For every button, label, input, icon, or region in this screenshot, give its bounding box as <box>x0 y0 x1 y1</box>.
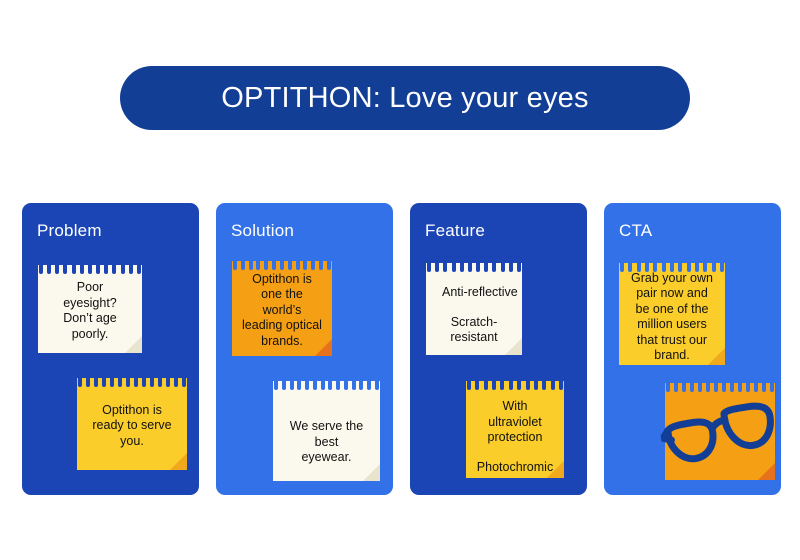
note-line: With <box>502 399 528 413</box>
card-title-cta: CTA <box>619 221 653 240</box>
note-line: ultraviolet <box>488 414 542 429</box>
note-text: Optithon is ready to serve you. <box>77 378 187 470</box>
note-feature-2[interactable]: With ultraviolet protection Photochromic <box>466 381 564 478</box>
note-line: be one of the <box>635 301 709 316</box>
note-line: brands. <box>261 333 303 348</box>
title-banner: OPTITHON: Love your eyes <box>120 66 690 130</box>
note-line: Anti-reflective <box>442 285 518 299</box>
note-line: pair now and <box>636 286 708 300</box>
card-solution[interactable]: Solution Optithon is one the world’s lea… <box>216 203 393 495</box>
note-line: Grab your own <box>631 270 713 285</box>
note-line: We serve the <box>289 419 364 433</box>
note-line: eyewear. <box>301 450 352 464</box>
note-text: Poor eyesight? Don’t age poorly. <box>38 265 142 353</box>
card-title-problem: Problem <box>37 221 102 240</box>
card-title-feature: Feature <box>425 221 485 240</box>
folded-corner <box>708 348 725 365</box>
card-row: Problem Poor eyesight? Don’t age poorly. <box>22 203 782 495</box>
perforation-strip <box>665 383 775 392</box>
folded-corner <box>170 453 187 470</box>
note-line: million users <box>637 317 707 331</box>
note-line: leading optical <box>242 318 322 333</box>
note-line: Optithon is <box>102 402 162 417</box>
card-problem[interactable]: Problem Poor eyesight? Don’t age poorly. <box>22 203 199 495</box>
eyeglasses-icon <box>656 389 783 477</box>
note-line: resistant <box>450 330 498 344</box>
folded-corner <box>125 336 142 353</box>
card-cta[interactable]: CTA Grab your own pair now and be one of… <box>604 203 781 495</box>
folded-corner <box>505 338 522 355</box>
folded-corner <box>547 461 564 478</box>
folded-corner <box>363 464 380 481</box>
note-line: poorly. <box>71 326 109 341</box>
note-problem-1[interactable]: Poor eyesight? Don’t age poorly. <box>38 265 142 353</box>
note-line: that trust our <box>636 332 708 347</box>
note-cta-2[interactable] <box>659 383 775 480</box>
note-line: Poor <box>76 280 104 294</box>
note-problem-2[interactable]: Optithon is ready to serve you. <box>77 378 187 470</box>
note-text: With ultraviolet protection Photochromic <box>466 381 564 478</box>
note-line: eyesight? <box>63 295 117 310</box>
note-line: Scratch- <box>450 314 498 329</box>
note-line: Don’t age <box>63 311 117 325</box>
note-line: protection <box>487 430 543 444</box>
note-line: one the <box>261 287 303 302</box>
note-line: you. <box>120 433 144 448</box>
note-text: We serve the best eyewear. <box>273 381 380 481</box>
card-title-solution: Solution <box>231 221 295 240</box>
note-text: Grab your own pair now and be one of the… <box>619 263 725 365</box>
note-line: Photochromic <box>476 459 554 474</box>
note-feature-1[interactable]: Anti-reflective Scratch- resistant <box>426 263 522 355</box>
note-line: ready to serve <box>92 418 172 433</box>
note-line: Optithon is <box>252 271 312 286</box>
note-text: Optithon is one the world’s leading opti… <box>232 261 332 356</box>
note-solution-1[interactable]: Optithon is one the world’s leading opti… <box>232 261 332 356</box>
note-text: Anti-reflective Scratch- resistant <box>426 263 522 355</box>
note-cta-1[interactable]: Grab your own pair now and be one of the… <box>619 263 725 365</box>
page-title: OPTITHON: Love your eyes <box>221 81 589 114</box>
note-line: best <box>314 434 339 449</box>
folded-corner <box>315 339 332 356</box>
note-line: brand. <box>654 348 690 362</box>
note-line: world’s <box>262 302 302 317</box>
card-feature[interactable]: Feature Anti-reflective Scratch- resista… <box>410 203 587 495</box>
folded-corner <box>758 463 775 480</box>
note-solution-2[interactable]: We serve the best eyewear. <box>273 381 380 481</box>
